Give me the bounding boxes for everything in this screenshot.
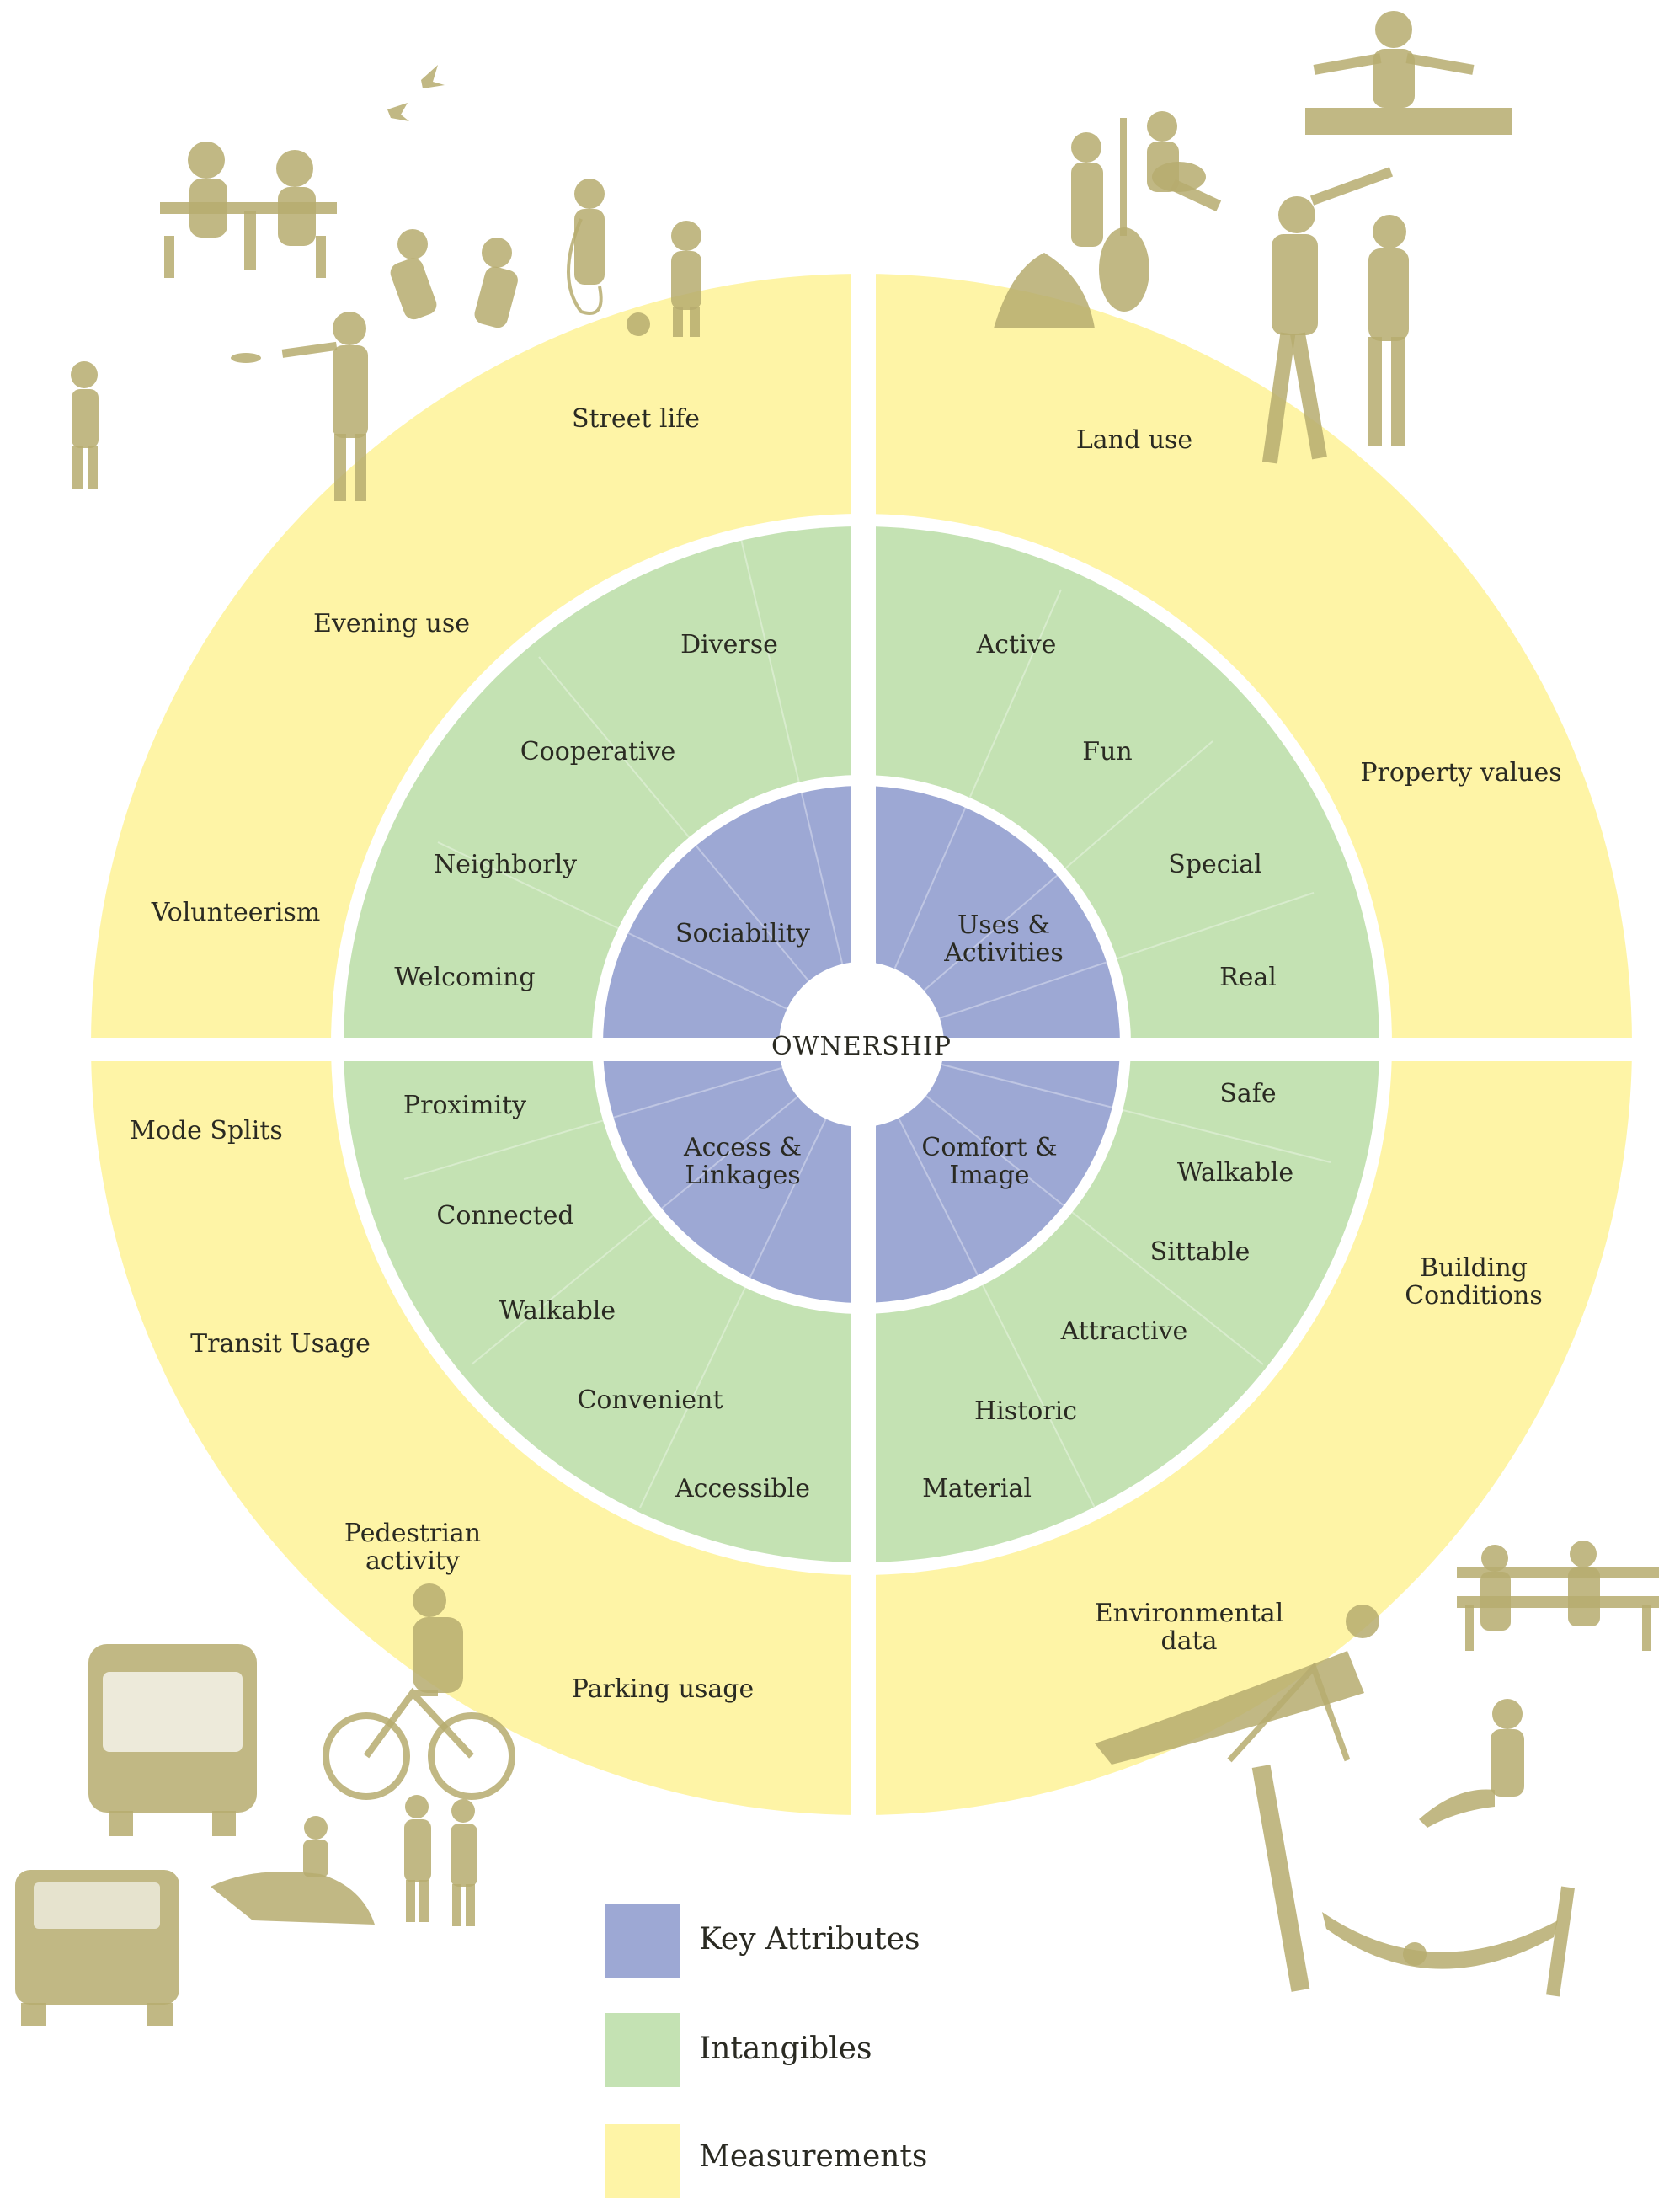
measurement-land-use: Land use (1076, 425, 1192, 455)
intangible-proximity: Proximity (403, 1091, 526, 1120)
intangible-real: Real (1219, 963, 1277, 992)
key-attribute-sociability: Sociability (675, 919, 810, 948)
silhouettes (15, 11, 1659, 2026)
intangible-walkable-access: Walkable (499, 1296, 616, 1326)
key-attribute-labels: Sociability Uses & Activities Access & L… (675, 910, 1064, 1190)
measurement-volunteerism: Volunteerism (151, 898, 321, 927)
intangible-labels: Diverse Cooperative Neighborly Welcoming… (394, 630, 1293, 1503)
legend: Key Attributes Intangibles Measurements (605, 1904, 927, 2198)
cyclist-figure (323, 1583, 515, 1800)
key-attribute-comfort-line1: Comfort & (921, 1133, 1057, 1162)
frisbee-icon (231, 353, 261, 363)
measurement-environmental-data-line1: Environmental (1095, 1599, 1284, 1628)
measurement-labels: Street life Evening use Volunteerism Lan… (130, 404, 1562, 1704)
legend-swatch-intangibles (605, 2013, 680, 2087)
bird-icon (421, 65, 445, 88)
intangible-special: Special (1168, 850, 1261, 879)
intangible-material: Material (922, 1474, 1032, 1503)
measurement-evening-use: Evening use (313, 609, 470, 638)
hammock-figure (1251, 1765, 1575, 1997)
legend-label-measurements: Measurements (699, 2139, 927, 2174)
measurement-property-values: Property values (1360, 758, 1561, 788)
intangible-safe: Safe (1219, 1079, 1276, 1108)
key-attribute-uses-line1: Uses & (957, 910, 1050, 940)
legend-label-key-attributes: Key Attributes (699, 1922, 920, 1957)
intangible-historic: Historic (974, 1396, 1077, 1426)
dj-figure (1305, 11, 1512, 135)
measurement-mode-splits: Mode Splits (130, 1116, 283, 1145)
intangible-walkable-comfort: Walkable (1177, 1158, 1293, 1188)
musicians-figure (994, 111, 1222, 328)
legend-label-intangibles: Intangibles (699, 2032, 872, 2066)
bird-icon (387, 103, 409, 121)
intangible-accessible: Accessible (675, 1474, 810, 1503)
measurement-building-conditions-line2: Conditions (1405, 1281, 1543, 1311)
measurement-environmental-data-line2: data (1160, 1626, 1217, 1656)
intangible-connected: Connected (436, 1201, 573, 1231)
intangible-sittable: Sittable (1150, 1237, 1251, 1267)
measurement-transit-usage: Transit Usage (190, 1329, 371, 1359)
child-ball-figure (627, 221, 701, 337)
intangible-fun: Fun (1082, 737, 1132, 766)
measurement-pedestrian-activity-line2: activity (365, 1546, 460, 1576)
child-figure (71, 361, 99, 489)
intangible-welcoming: Welcoming (394, 963, 535, 992)
bus-icon (88, 1644, 257, 1836)
key-attribute-uses-line2: Activities (943, 938, 1063, 968)
intangible-cooperative: Cooperative (520, 737, 676, 766)
measurement-building-conditions-line1: Building (1420, 1253, 1528, 1283)
measurement-pedestrian-activity-line1: Pedestrian (344, 1519, 481, 1548)
dancing-couple-figure (1261, 167, 1409, 464)
key-attribute-access-line2: Linkages (685, 1161, 800, 1190)
measurement-street-life: Street life (572, 404, 700, 434)
legend-swatch-measurements (605, 2124, 680, 2198)
intangible-convenient: Convenient (577, 1386, 723, 1415)
horizontal-divider (76, 1038, 1676, 1061)
intangible-diverse: Diverse (680, 630, 778, 659)
walking-couple-figure (404, 1795, 477, 1926)
snowmobile-icon (211, 1816, 375, 1925)
legend-swatch-key-attributes (605, 1904, 680, 1978)
jump-rope-figure (567, 179, 605, 315)
reading-woman-figure (1419, 1699, 1524, 1828)
measurement-parking-usage: Parking usage (572, 1674, 754, 1704)
bench-people-figure (1457, 1541, 1659, 1651)
intangible-active: Active (976, 630, 1057, 659)
car-icon (15, 1870, 179, 2026)
kids-playing-figure (390, 229, 518, 328)
deck-chair-figure (1095, 1605, 1379, 1765)
cafe-couple-figure (160, 142, 337, 278)
key-attribute-comfort-line2: Image (949, 1161, 1029, 1190)
key-attribute-access-line1: Access & (683, 1133, 802, 1162)
intangible-neighborly: Neighborly (434, 850, 577, 879)
girl-throwing-figure (281, 312, 368, 501)
ownership-label: OWNERSHIP (771, 1032, 952, 1061)
spokes (403, 538, 1331, 1508)
intangible-attractive: Attractive (1060, 1316, 1188, 1346)
